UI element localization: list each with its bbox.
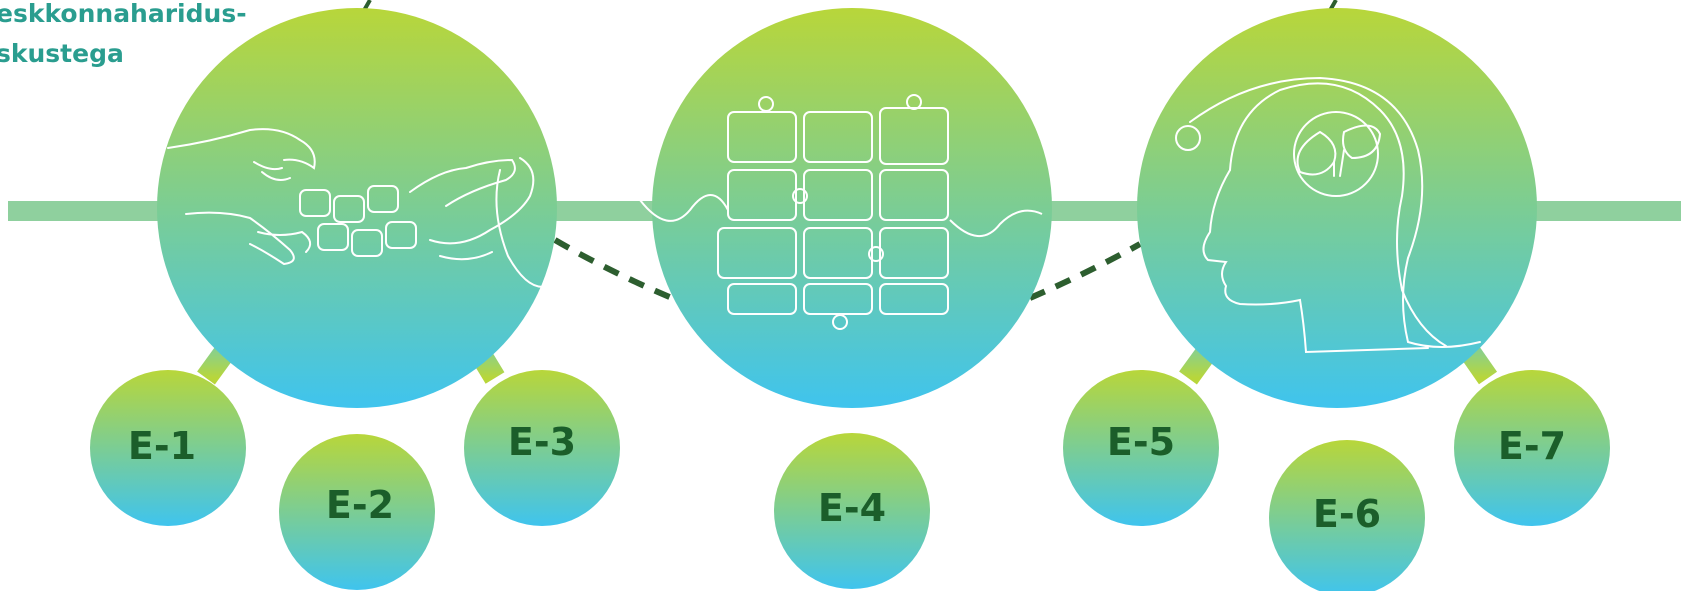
node-e2-circle	[279, 434, 435, 590]
hub-1-circle	[157, 8, 557, 408]
hub-3	[1137, 8, 1537, 408]
node-e7-label: E-7	[1498, 424, 1566, 468]
node-e4-circle	[774, 433, 930, 589]
hub-2-circle	[652, 8, 1052, 408]
puzzle-pieces-icon	[639, 94, 1043, 330]
node-e1-circle	[90, 370, 246, 526]
node-e6-circle	[1269, 440, 1425, 591]
hands-holding-puzzle-icon	[167, 128, 549, 288]
head-with-sprout-icon	[1175, 76, 1481, 354]
heading-line-1: eskkonnaharidus-	[0, 0, 247, 28]
node-e1-label: E-1	[128, 424, 196, 468]
dashed-link-1	[553, 237, 674, 301]
hub-3-circle	[1137, 8, 1537, 408]
node-e3-label: E-3	[508, 420, 576, 464]
node-e6-label: E-6	[1313, 492, 1381, 536]
node-e7-circle	[1454, 370, 1610, 526]
node-e3-circle	[464, 370, 620, 526]
dashed-link-2	[1028, 241, 1142, 301]
node-labels: E-1 E-2 E-3 E-4 E-5 E-6 E-7	[128, 420, 1566, 536]
node-circles	[90, 370, 1610, 591]
hub-2	[639, 8, 1052, 408]
node-e2-label: E-2	[326, 483, 394, 527]
heading-line-2: skustega	[0, 39, 124, 68]
heading: eskkonnaharidus- skustega	[0, 0, 247, 74]
node-e4-label: E-4	[818, 486, 886, 530]
node-e5-circle	[1063, 370, 1219, 526]
hub-1	[157, 8, 557, 408]
node-e5-label: E-5	[1107, 420, 1175, 464]
